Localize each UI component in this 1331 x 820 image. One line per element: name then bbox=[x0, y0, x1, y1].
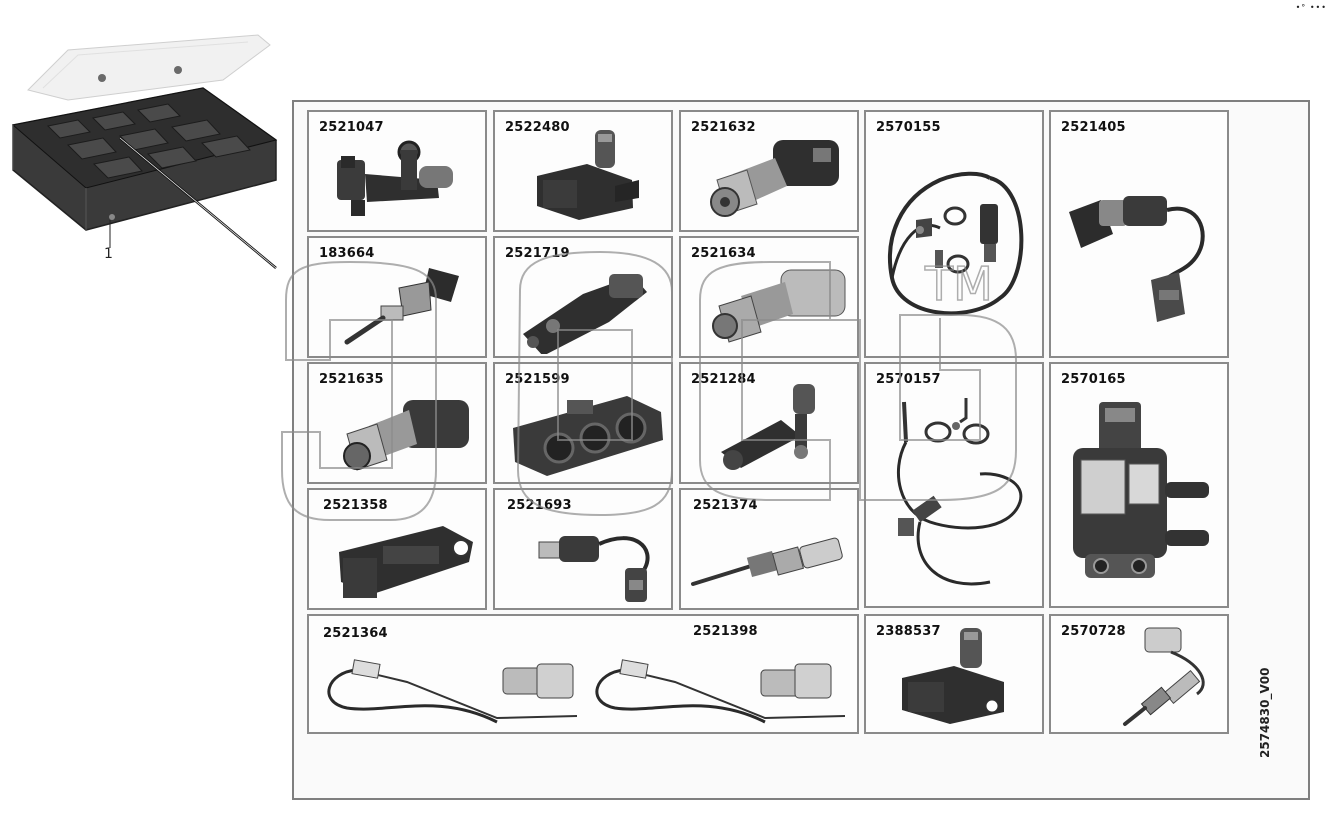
part-number: 183664 bbox=[319, 246, 375, 261]
part-cell-2570157: 2570157 bbox=[864, 362, 1044, 608]
part-cell-2521635: 2521635 bbox=[307, 362, 487, 484]
part-cell-2522480: 2522480 bbox=[493, 110, 673, 232]
pressure-sensor-icon bbox=[712, 269, 846, 343]
part-number: 2521405 bbox=[1061, 120, 1126, 135]
part-cell-2521358: 2521358 bbox=[307, 488, 487, 610]
part-cell-2521364-2521398: 2521364 2521398 bbox=[307, 614, 859, 734]
part-number: 2521634 bbox=[691, 246, 756, 261]
part-cell-2570728: 2570728 bbox=[1049, 614, 1229, 734]
corner-mark: •° ••• bbox=[1295, 3, 1327, 12]
part-cell-2521047: 2521047 bbox=[307, 110, 487, 232]
map-sensor-icon bbox=[339, 526, 473, 598]
part-cell-2521693: 2521693 bbox=[493, 488, 673, 610]
part-cell-2521284: 2521284 bbox=[679, 362, 859, 484]
sensor-harness-kit-icon bbox=[897, 398, 1023, 586]
part-cell-2521374: 2521374 bbox=[679, 488, 859, 610]
part-number: 2388537 bbox=[876, 624, 941, 639]
part-number: 2521635 bbox=[319, 372, 384, 387]
reference-code: 2574830_V00 bbox=[1258, 667, 1272, 758]
part-cell-2570165: 2570165 bbox=[1049, 362, 1229, 608]
part-cell-2521599: 2521599 bbox=[493, 362, 673, 484]
part-cell-2388537: 2388537 bbox=[864, 614, 1044, 734]
part-number: 2521398 bbox=[693, 624, 758, 639]
exhaust-temperature-sensor-icon bbox=[595, 659, 846, 724]
part-number: 2521719 bbox=[505, 246, 570, 261]
map-sensor-icon bbox=[537, 130, 639, 220]
part-cell-2521634: 2521634 bbox=[679, 236, 859, 358]
temperature-sensor-icon bbox=[344, 268, 459, 345]
probe-sensor-icon bbox=[691, 537, 843, 586]
storage-case-illustration bbox=[11, 34, 278, 269]
differential-pressure-sensor-icon bbox=[1073, 402, 1209, 578]
pressure-temp-sensor-icon bbox=[523, 274, 647, 354]
part-number: 2521364 bbox=[323, 626, 388, 641]
callout-label-1: 1 bbox=[104, 246, 113, 262]
part-cell-2521405: 2521405 bbox=[1049, 110, 1229, 358]
part-cell-2521719: 2521719 bbox=[493, 236, 673, 358]
multi-port-sensor-icon bbox=[513, 396, 663, 476]
crankshaft-position-sensor-icon bbox=[337, 140, 453, 216]
part-cell-2570155: 2570155 bbox=[864, 110, 1044, 358]
part-number: 2522480 bbox=[505, 120, 570, 135]
part-number: 2521374 bbox=[693, 498, 758, 513]
part-number: 2521599 bbox=[505, 372, 570, 387]
pigtail-pressure-sensor-icon bbox=[1069, 196, 1205, 322]
part-number: 2570155 bbox=[876, 120, 941, 135]
map-sensor-icon bbox=[902, 628, 1004, 724]
pressure-sensor-icon bbox=[343, 400, 469, 471]
part-number: 2521632 bbox=[691, 120, 756, 135]
part-number: 2570157 bbox=[876, 372, 941, 387]
probe-sensor-icon bbox=[1123, 627, 1205, 726]
pigtail-pressure-sensor-icon bbox=[538, 536, 650, 602]
exhaust-temperature-sensor-icon bbox=[327, 659, 578, 724]
part-cell-183664: 183664 bbox=[307, 236, 487, 358]
part-cell-2521632: 2521632 bbox=[679, 110, 859, 232]
part-number: 2521358 bbox=[323, 498, 388, 513]
part-number: 2570165 bbox=[1061, 372, 1126, 387]
speed-sensor-icon bbox=[721, 384, 815, 470]
part-number: 2521047 bbox=[319, 120, 384, 135]
pressure-sensor-icon bbox=[710, 140, 839, 217]
part-number: 2570728 bbox=[1061, 624, 1126, 639]
sensor-harness-kit-icon bbox=[888, 171, 1024, 316]
